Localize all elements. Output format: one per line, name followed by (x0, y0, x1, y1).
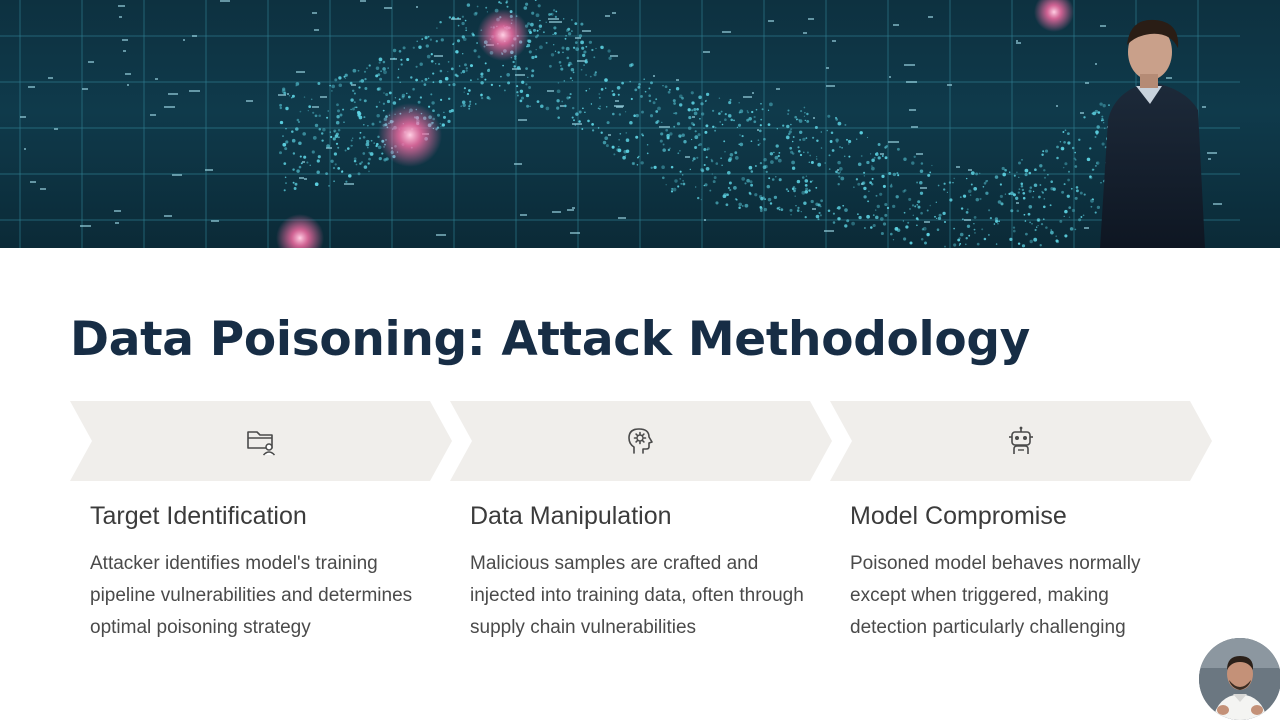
hero-banner (0, 0, 1280, 248)
robot-icon (1009, 426, 1033, 454)
step-title: Target Identification (90, 502, 307, 530)
chevron-arrow (830, 401, 1212, 481)
step-description: Attacker identifies model's training pip… (90, 553, 413, 638)
step-model-compromise: Model Compromise Poisoned model behaves … (830, 401, 1212, 638)
hero-illustration (0, 0, 1240, 248)
head-gear-icon (628, 428, 653, 454)
presenter-avatar (1199, 638, 1280, 720)
step-target-identification: Target Identification Attacker identifie… (70, 401, 452, 638)
folder-user-icon (247, 431, 276, 456)
step-title: Data Manipulation (470, 502, 672, 530)
slide-title: Data Poisoning: Attack Methodology (70, 312, 1031, 367)
person-silhouette (1100, 19, 1205, 248)
step-description: Poisoned model behaves normally except w… (850, 553, 1141, 638)
chevron-arrow (450, 401, 832, 481)
step-description: Malicious samples are crafted and inject… (470, 553, 804, 638)
step-data-manipulation: Data Manipulation Malicious samples are … (450, 401, 832, 638)
chevron-arrow (70, 401, 452, 481)
step-title: Model Compromise (850, 502, 1067, 530)
